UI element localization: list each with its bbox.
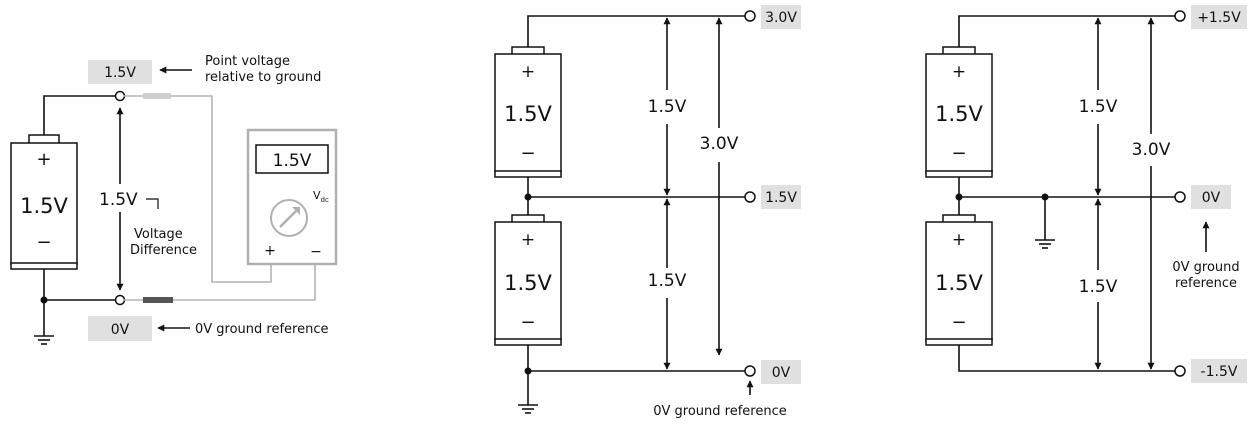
bottom-terminal: [1174, 365, 1186, 377]
ground-symbol: [1035, 239, 1055, 249]
battery-label: 1.5V: [20, 194, 68, 218]
difference-value: 1.5V: [99, 190, 138, 210]
bottom-wire: [43, 269, 116, 301]
battery-minus: −: [951, 312, 966, 333]
ground-symbol: [34, 335, 54, 345]
point-voltage-note-2: relative to ground: [205, 70, 321, 85]
ground-symbol: [518, 404, 538, 414]
difference-note-1: Voltage: [134, 227, 183, 242]
bottom-node-label: -1.5V: [1201, 364, 1238, 380]
upper-span-label: 1.5V: [648, 97, 687, 117]
battery-label: 1.5V: [935, 102, 983, 126]
meter-reading: 1.5V: [273, 151, 312, 171]
bottom-rail: [527, 345, 745, 372]
battery-plus: +: [36, 149, 51, 170]
battery-plus: +: [521, 62, 535, 82]
battery-plus: +: [952, 62, 966, 82]
ground-note: 0V ground reference: [653, 404, 787, 419]
total-span-label: 3.0V: [700, 134, 739, 154]
battery-plus: +: [952, 230, 966, 250]
top-terminal: [744, 10, 756, 22]
junction-dot: [955, 193, 963, 201]
meter-minus-jack: −: [310, 244, 322, 260]
total-span-label: 3.0V: [1132, 140, 1171, 160]
black-probe-wire: [124, 256, 316, 301]
red-probe-wire: [124, 95, 272, 283]
top-rail: [527, 15, 745, 47]
figure-two-cells-ground-middle: + 1.5V − + 1.5V − +1.5V 0V: [925, 5, 1247, 383]
mid-node-label: 1.5V: [765, 190, 797, 206]
lower-span-label: 1.5V: [648, 271, 687, 291]
battery-plus: +: [521, 230, 535, 250]
black-probe: [143, 297, 173, 303]
bottom-terminal: [114, 294, 126, 306]
ground-note: 0V ground reference: [195, 322, 329, 337]
top-terminal: [1174, 10, 1186, 22]
battery-minus: −: [951, 143, 966, 164]
multimeter: 1.5V Vdc + −: [246, 128, 338, 266]
ground-tag: [88, 316, 152, 341]
figure-two-cells-ground-bottom: + 1.5V − + 1.5V − 3.0V 1.5V: [494, 5, 801, 419]
meter-unit: Vdc: [313, 189, 329, 204]
ground-note-2: reference: [1175, 276, 1237, 291]
bottom-node-tag: [761, 360, 801, 384]
upper-span-label: 1.5V: [1079, 97, 1118, 117]
bottom-rail: [958, 345, 1175, 372]
battery-label: 1.5V: [504, 102, 552, 126]
mid-node-label: 0V: [1202, 190, 1221, 206]
battery-minus: −: [36, 232, 51, 253]
top-wire: [43, 95, 116, 135]
figure-single-cell-meter: + 1.5V − 1.5V Vdc + −: [10, 54, 338, 345]
battery-cell: + 1.5V −: [10, 134, 78, 270]
battery-minus: −: [520, 312, 535, 333]
top-terminal: [114, 90, 126, 102]
red-probe: [143, 93, 171, 99]
battery-minus: −: [520, 143, 535, 164]
bottom-node-tag: [1191, 359, 1247, 383]
battery-cell-upper: + 1.5V −: [494, 46, 562, 178]
junction-dot: [524, 193, 532, 201]
dial-arrow-icon: [292, 207, 300, 215]
top-node-label: 3.0V: [765, 10, 797, 26]
meter-plus-jack: +: [264, 243, 276, 259]
battery-cell-lower: + 1.5V −: [494, 214, 562, 346]
difference-leader: [146, 198, 159, 209]
mid-terminal: [744, 191, 756, 203]
battery-label: 1.5V: [935, 271, 983, 295]
mid-terminal: [1174, 191, 1186, 203]
battery-cell-upper: + 1.5V −: [925, 46, 993, 178]
point-voltage-note-1: Point voltage: [205, 54, 290, 69]
battery-label: 1.5V: [504, 271, 552, 295]
meter-display: [255, 144, 329, 174]
top-node-tag: [761, 5, 801, 29]
lower-span-label: 1.5V: [1079, 277, 1118, 297]
mid-node-tag: [761, 185, 801, 209]
top-node-tag: [1191, 5, 1247, 29]
ground-note-1: 0V ground: [1172, 260, 1239, 275]
difference-note-2: Difference: [130, 243, 197, 258]
bottom-node-label: 0V: [772, 365, 791, 381]
battery-cell-lower: + 1.5V −: [925, 214, 993, 346]
bottom-terminal: [744, 365, 756, 377]
point-voltage-tag: [88, 60, 152, 84]
top-node-label: +1.5V: [1197, 10, 1241, 26]
ground-tag-text: 0V: [111, 322, 130, 338]
mid-node-tag: [1191, 185, 1231, 209]
top-rail: [958, 15, 1175, 47]
point-voltage-tag-text: 1.5V: [104, 65, 136, 81]
